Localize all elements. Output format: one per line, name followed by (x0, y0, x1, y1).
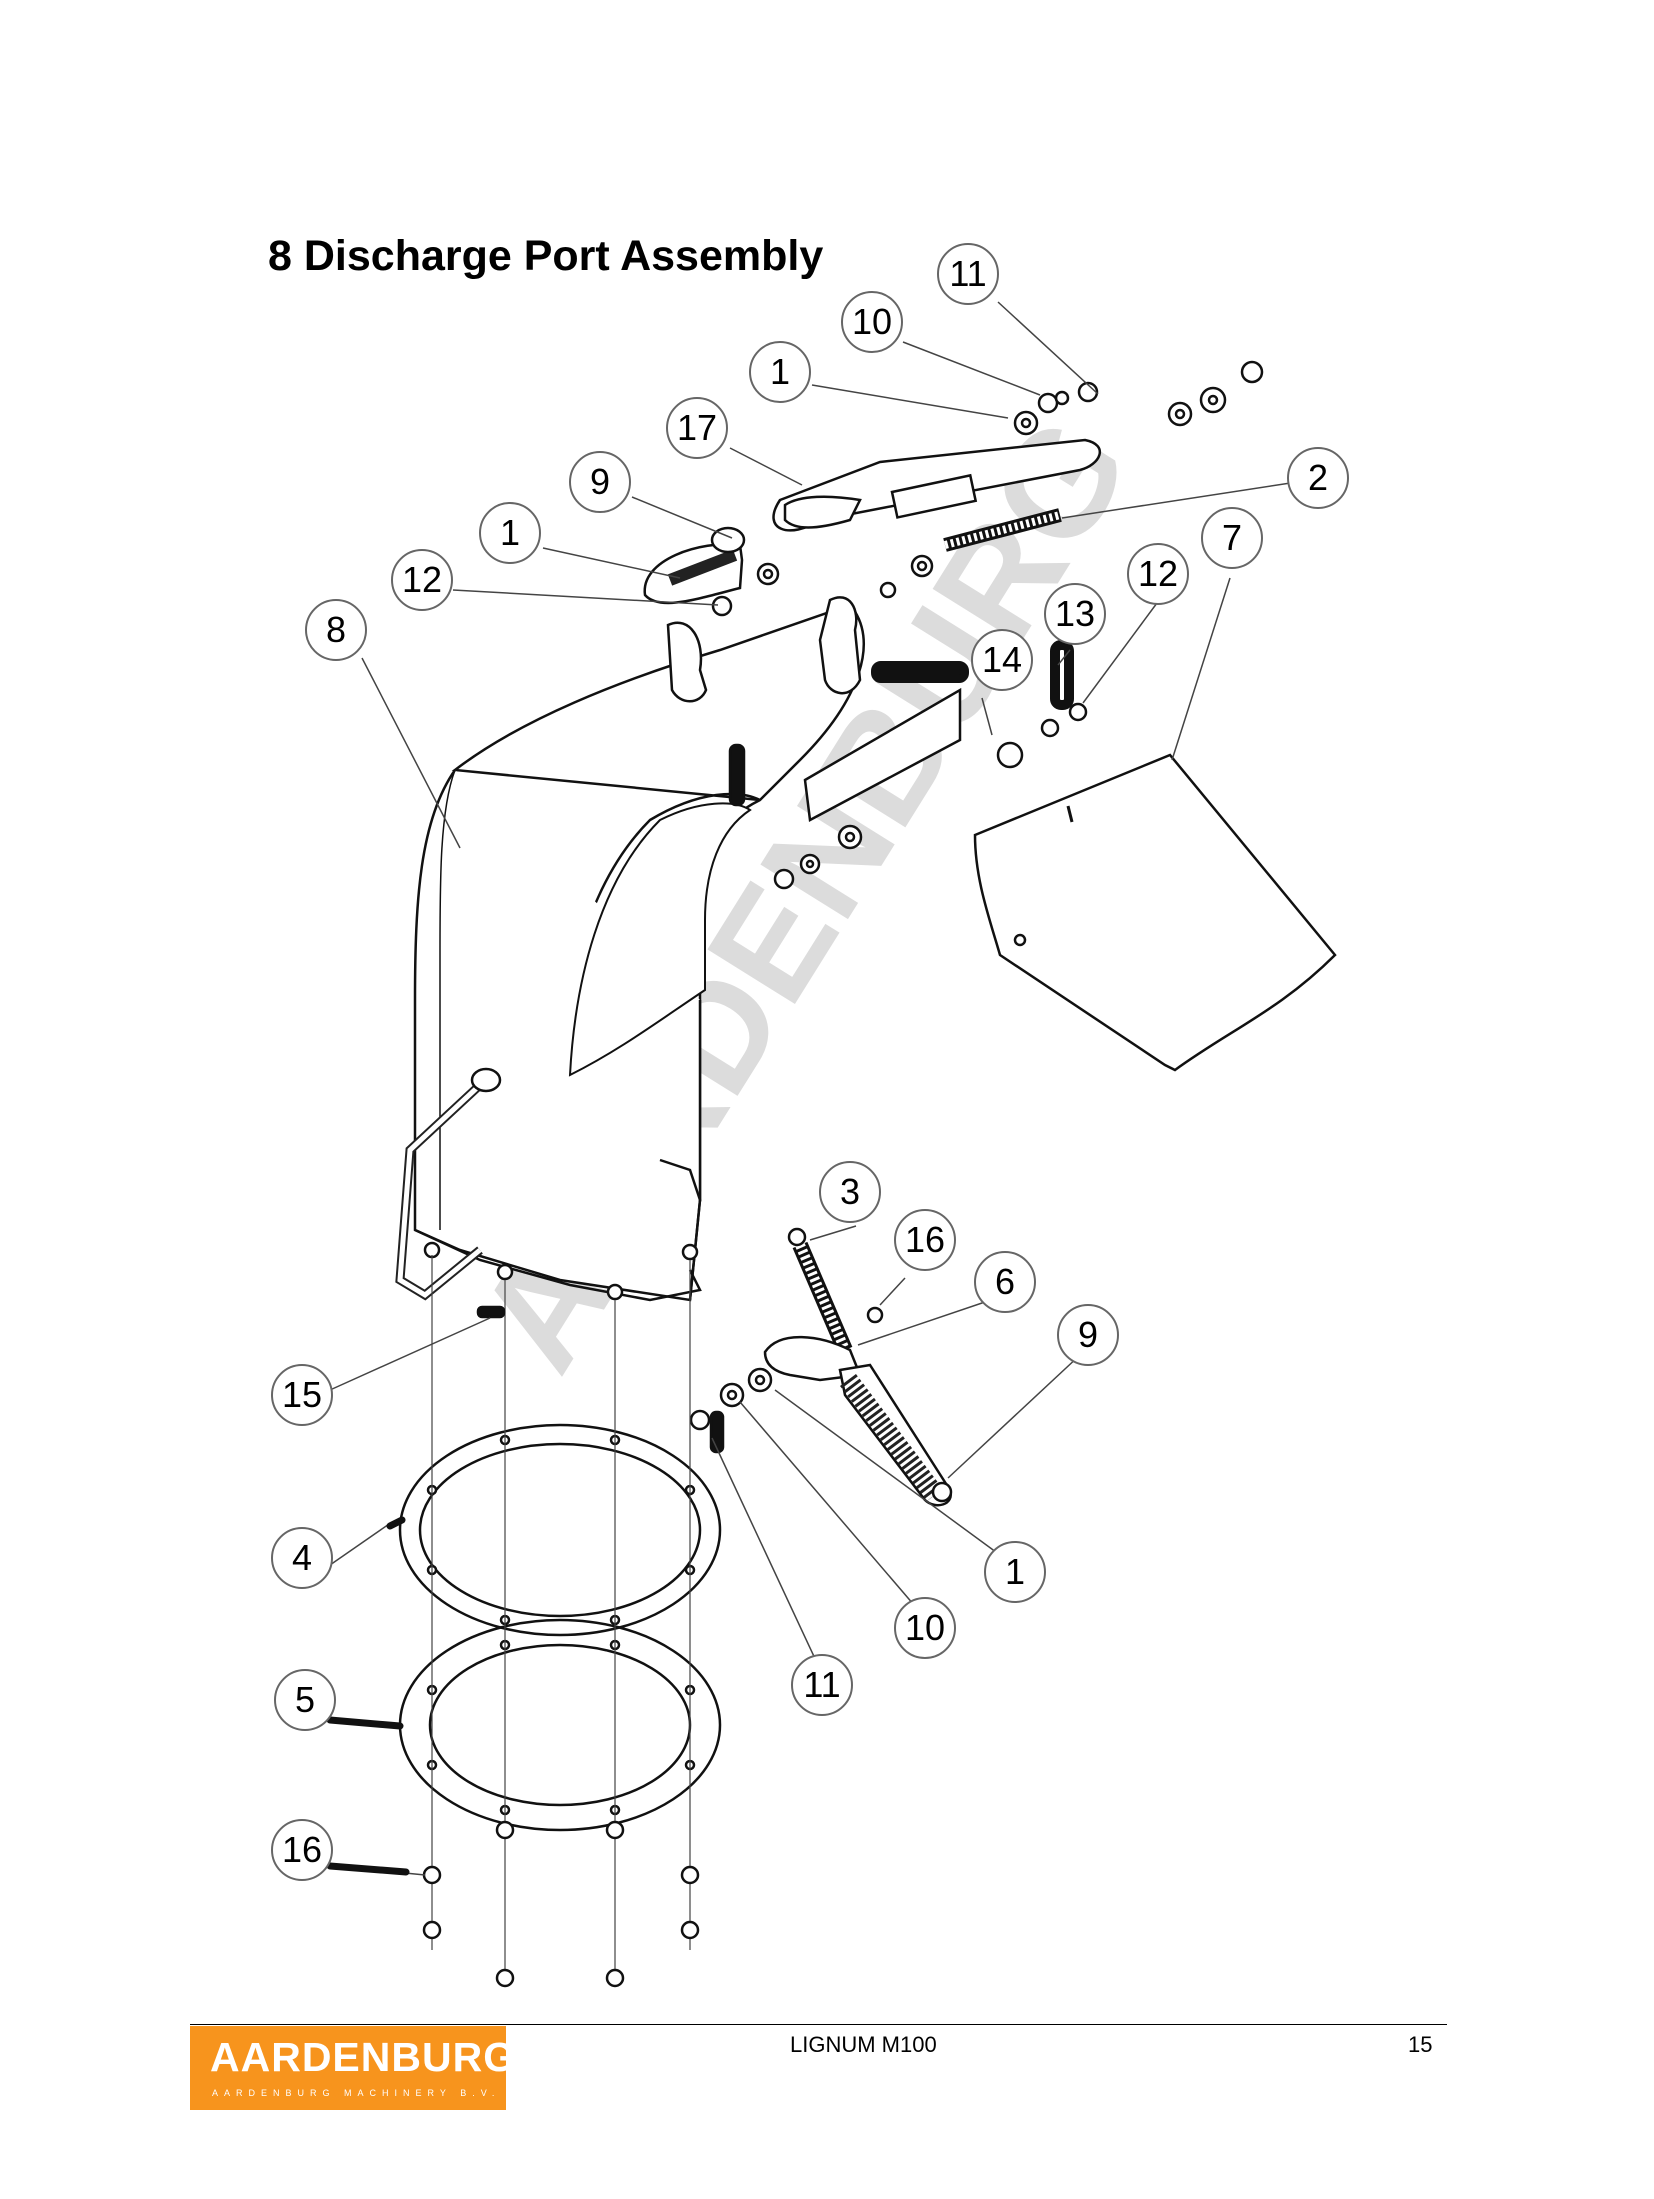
callout-15: 15 (271, 1364, 333, 1426)
callout-number: 1 (770, 351, 790, 392)
discharge-chute (395, 596, 962, 1302)
callout-number: 1 (1005, 1551, 1025, 1592)
callout-7: 7 (1201, 507, 1263, 569)
callout-balloon (479, 502, 541, 564)
callout-number: 4 (292, 1537, 312, 1578)
callout-balloon (666, 397, 728, 459)
callout-balloon (971, 629, 1033, 691)
callout-16: 16 (271, 1819, 333, 1881)
callout-number: 2 (1308, 457, 1328, 498)
nuts (422, 1305, 700, 1988)
flange-ring-4 (398, 1423, 722, 1637)
leader-tips (326, 1516, 410, 1876)
callout-balloon (1287, 447, 1349, 509)
callout-number: 10 (905, 1607, 945, 1648)
footer-product: LIGNUM M100 (790, 2032, 937, 2057)
callout-1: 1 (984, 1541, 1046, 1603)
aardenburg-logo: AARDENBURG AARDENBURG MACHINERY B.V. 197… (190, 2026, 547, 2110)
flange-ring-5 (398, 1618, 722, 1832)
callout-number: 16 (282, 1829, 322, 1870)
callout-balloon (271, 1364, 333, 1426)
callout-number: 7 (1222, 517, 1242, 558)
callout-balloon (271, 1819, 333, 1881)
callout-number: 12 (402, 559, 442, 600)
callout-number: 9 (1078, 1314, 1098, 1355)
callout-balloon (841, 291, 903, 353)
callout-balloon (1201, 507, 1263, 569)
callout-10: 10 (841, 291, 903, 353)
callout-number: 14 (982, 639, 1022, 680)
deflector-plate (973, 753, 1337, 1072)
callout-balloon (894, 1597, 956, 1659)
callout-balloon (391, 549, 453, 611)
callout-number: 11 (949, 253, 986, 294)
callout-balloon (271, 1527, 333, 1589)
callout-11: 11 (937, 243, 999, 305)
spring-part-2 (943, 508, 1062, 552)
callout-number: 17 (677, 407, 717, 448)
callout-14: 14 (971, 629, 1033, 691)
callout-5: 5 (274, 1669, 336, 1731)
callout-4: 4 (271, 1527, 333, 1589)
callout-1: 1 (479, 502, 541, 564)
page-title: 8 Discharge Port Assembly (268, 232, 824, 280)
callout-13: 13 (1044, 583, 1106, 645)
callout-balloon (984, 1541, 1046, 1603)
callout-balloon (1057, 1304, 1119, 1366)
callout-number: 10 (852, 301, 892, 342)
callout-balloon (569, 451, 631, 513)
callout-balloon (274, 1669, 336, 1731)
callout-balloon (819, 1161, 881, 1223)
callout-number: 12 (1138, 553, 1178, 594)
callout-9: 9 (1057, 1304, 1119, 1366)
callout-16: 16 (894, 1209, 956, 1271)
bolt-axes (431, 1255, 691, 1985)
callout-11: 11 (791, 1654, 853, 1716)
callout-number: 11 (803, 1664, 840, 1705)
callout-balloon (749, 341, 811, 403)
callout-number: 16 (905, 1219, 945, 1260)
footer-rule (190, 2024, 1447, 2025)
callout-2: 2 (1287, 447, 1349, 509)
callout-9: 9 (569, 451, 631, 513)
callout-balloon (1127, 543, 1189, 605)
callout-number: 1 (500, 512, 520, 553)
top-lever-assembly (643, 360, 1264, 890)
callout-balloon (894, 1209, 956, 1271)
callout-number: 5 (295, 1679, 315, 1720)
callout-balloon (937, 243, 999, 305)
callout-17: 17 (666, 397, 728, 459)
callout-number: 6 (995, 1261, 1015, 1302)
callout-8: 8 (305, 599, 367, 661)
logo-wordmark: AARDENBURG (210, 2034, 517, 2080)
callout-12: 12 (391, 549, 453, 611)
callout-1: 1 (749, 341, 811, 403)
callout-balloon (305, 599, 367, 661)
page-number: 15 (1408, 2032, 1433, 2057)
callout-3: 3 (819, 1161, 881, 1223)
callout-balloon (1044, 583, 1106, 645)
lower-lever-assembly (689, 1227, 953, 1507)
callout-number: 9 (590, 461, 610, 502)
callout-12: 12 (1127, 543, 1189, 605)
callout-10: 10 (894, 1597, 956, 1659)
callout-balloon (791, 1654, 853, 1716)
callout-6: 6 (974, 1251, 1036, 1313)
logo-subtext: AARDENBURG MACHINERY B.V. 1974 (212, 2088, 553, 2098)
callout-balloon (974, 1251, 1036, 1313)
callout-number: 15 (282, 1374, 322, 1415)
callout-number: 3 (840, 1171, 860, 1212)
callout-number: 13 (1055, 593, 1095, 634)
callout-number: 8 (326, 609, 346, 650)
